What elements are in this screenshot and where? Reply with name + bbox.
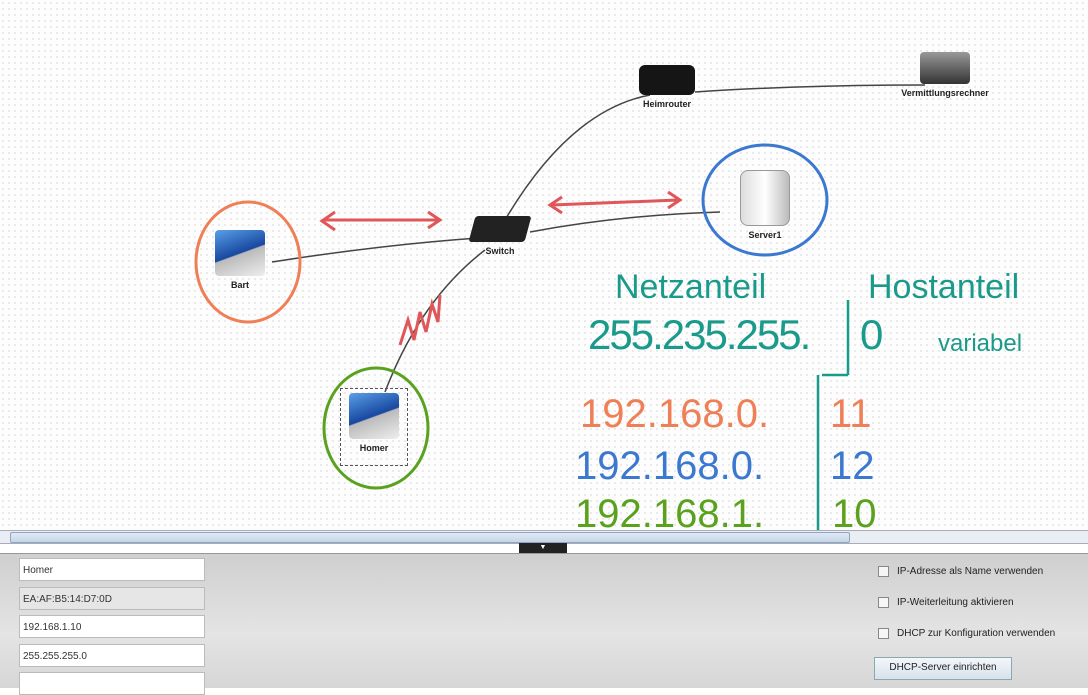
cable-switch-server[interactable]: [529, 211, 721, 233]
dhcp-server-button[interactable]: DHCP-Server einrichten: [874, 657, 1012, 680]
ip-server-host: 12: [830, 444, 875, 488]
ip-homer-net: 192.168.1.: [575, 492, 765, 536]
node-label: Server1: [748, 230, 782, 240]
arrows: [319, 190, 683, 346]
node-heimrouter[interactable]: Heimrouter: [632, 65, 702, 109]
node-server1[interactable]: Server1: [735, 170, 795, 240]
router-icon: [920, 52, 970, 84]
gateway-field[interactable]: [19, 672, 205, 695]
cables: [194, 84, 926, 530]
mask-net: 255.235.255.: [588, 311, 811, 358]
cable-router-vermittlung[interactable]: [694, 84, 926, 93]
dhcp-config-checkbox[interactable]: DHCP zur Konfiguration verwenden: [878, 628, 1055, 639]
node-label: Switch: [485, 246, 515, 256]
node-switch[interactable]: Switch: [468, 216, 532, 256]
ip-homer-host: 10: [832, 492, 877, 536]
netzanteil-label: Netzanteil: [615, 268, 767, 306]
node-label: Heimrouter: [642, 99, 691, 109]
router-icon: [639, 65, 695, 95]
cable-bart-switch[interactable]: [271, 237, 479, 263]
ip-server-net: 192.168.0.: [575, 444, 765, 488]
node-bart[interactable]: Bart: [205, 230, 275, 290]
ip-bart-host: 11: [830, 392, 872, 436]
checkbox-box[interactable]: [878, 597, 889, 608]
scrollbar-thumb[interactable]: [10, 532, 850, 543]
mask-host: 0: [860, 311, 884, 358]
ip-forwarding-checkbox[interactable]: IP-Weiterleitung aktivieren: [878, 597, 1014, 608]
checkbox-label: IP-Adresse als Name verwenden: [897, 566, 1044, 577]
circle-server: [701, 143, 829, 257]
laptop-icon: [349, 393, 399, 439]
checkbox-label: IP-Weiterleitung aktivieren: [897, 597, 1014, 608]
laptop-icon: [215, 230, 265, 276]
node-label: Bart: [230, 280, 249, 290]
cable-switch-homer[interactable]: [384, 249, 486, 393]
checkbox-box[interactable]: [878, 566, 889, 577]
server-icon: [740, 170, 790, 226]
network-canvas[interactable]: Heimrouter Vermittlungsrechner Switch Se…: [0, 0, 1088, 534]
switch-icon: [468, 216, 532, 242]
hostanteil-label: Hostanteil: [868, 268, 1020, 306]
node-label: Homer: [359, 443, 389, 453]
mac-field: EA:AF:B5:14:D7:0D: [19, 587, 205, 610]
collapse-panel-button[interactable]: ▼: [519, 543, 567, 553]
circle-bart: [194, 200, 302, 324]
variabel-label: variabel: [938, 330, 1023, 357]
cable-switch-router[interactable]: [504, 94, 651, 221]
node-vermittlungsrechner[interactable]: Vermittlungsrechner: [895, 52, 995, 98]
node-label: Vermittlungsrechner: [901, 88, 989, 98]
ip-as-name-checkbox[interactable]: IP-Adresse als Name verwenden: [878, 566, 1043, 577]
ip-bart-net: 192.168.0.: [580, 392, 770, 436]
netmask-field[interactable]: 255.255.255.0: [19, 644, 205, 667]
ip-field[interactable]: 192.168.1.10: [19, 615, 205, 638]
name-field[interactable]: Homer: [19, 558, 205, 581]
checkbox-box[interactable]: [878, 628, 889, 639]
divider-line: [816, 300, 850, 530]
node-homer[interactable]: Homer: [340, 388, 408, 466]
circle-homer: [322, 366, 430, 490]
horizontal-scrollbar[interactable]: [0, 530, 1088, 544]
checkbox-label: DHCP zur Konfiguration verwenden: [897, 628, 1056, 639]
